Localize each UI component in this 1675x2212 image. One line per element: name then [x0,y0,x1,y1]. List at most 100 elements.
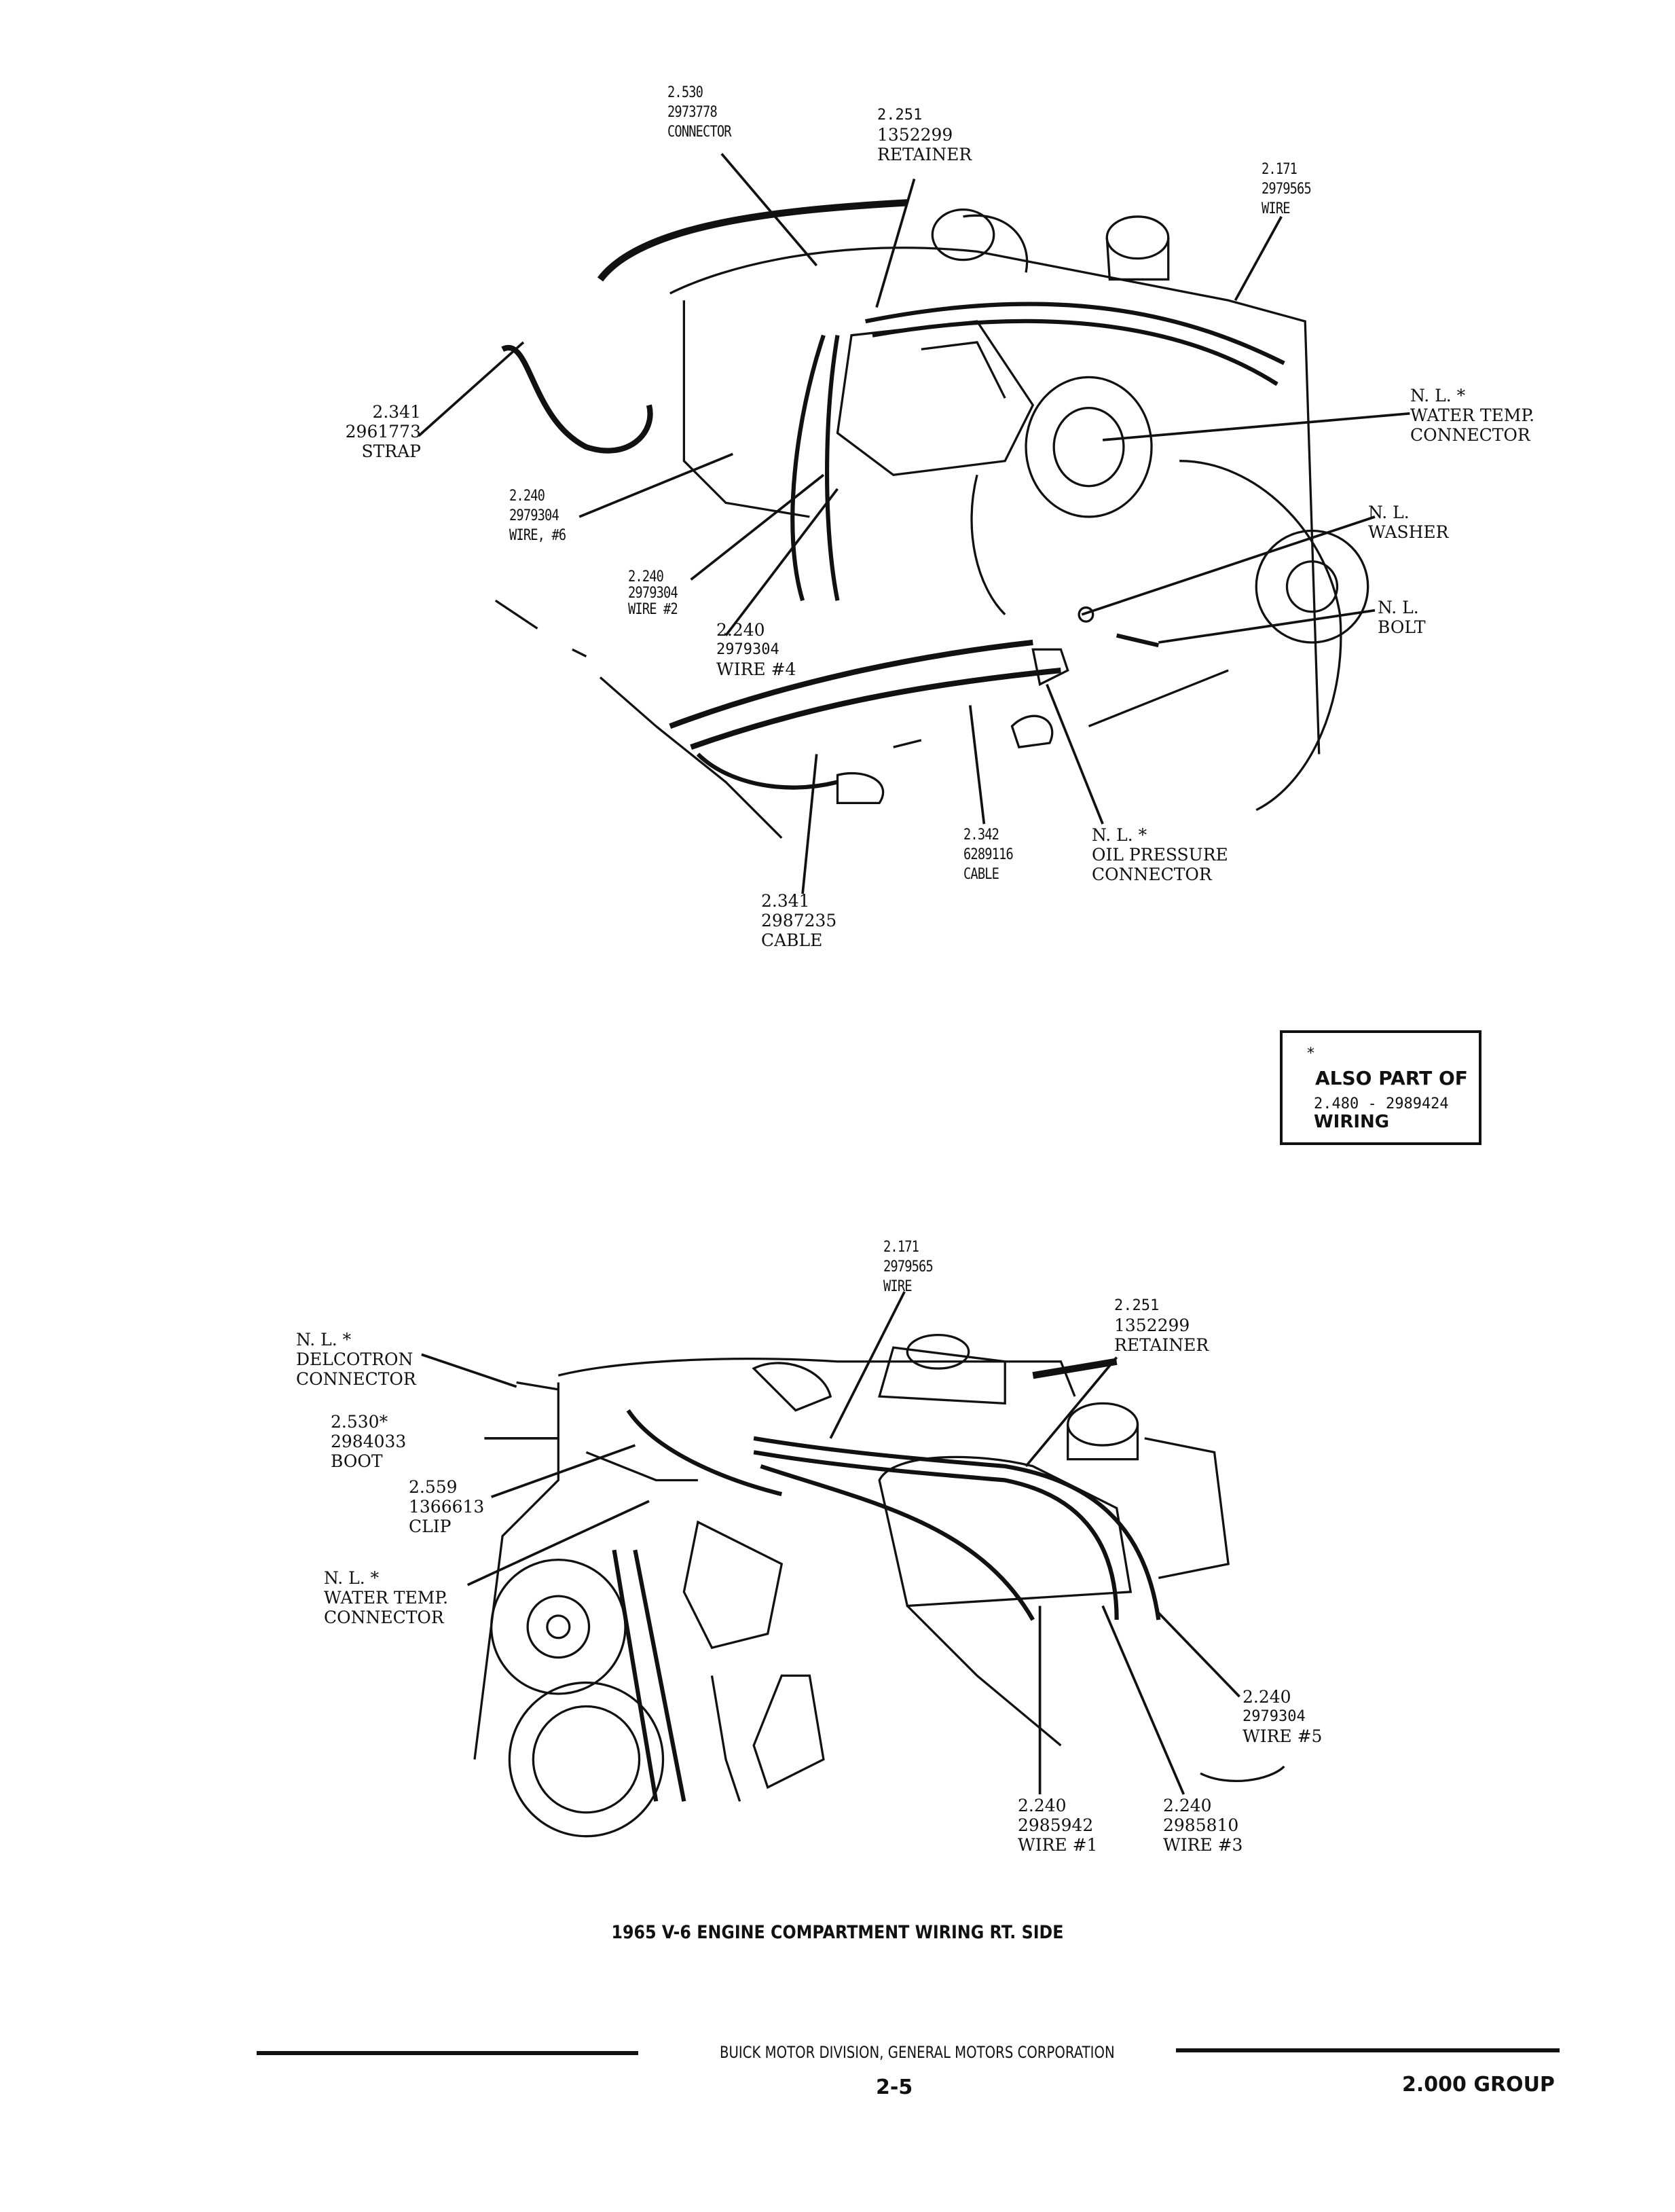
callout-group: 2.559 [409,1477,458,1497]
callout-part-name: CLIP [409,1517,452,1536]
callout-group: N. L. * [1092,825,1147,845]
figure-caption: 1965 V-6 ENGINE COMPARTMENT WIRING RT. S… [611,1922,1064,1943]
callout-part-number: 2961773 [345,422,421,441]
callout-group: 2.341 [372,402,421,422]
callout-part-number: 2979304 [1243,1708,1306,1725]
callout-part-name: CABLE [761,930,823,950]
callout-part-number: 2979565 [883,1258,934,1275]
callout-part-number: 2979565 [1262,181,1312,198]
callout-part-name: OIL PRESSURE [1092,845,1228,865]
note-part-number: 2.480 - 2989424 [1314,1095,1449,1112]
callout-group: 2.251 [1114,1297,1160,1314]
callout-retainer-bottom: 2.251 1352299 RETAINER [1114,1296,1209,1355]
callout-part-name: DELCOTRON [296,1349,413,1369]
callout-part-number: 2979304 [716,641,779,658]
callout-group: 2.240 [716,620,765,640]
callout-oil-pressure-connector: N. L. * OIL PRESSURE CONNECTOR [1092,825,1228,884]
callout-cable-6289116: 2.342 6289116 CABLE [963,825,1022,884]
publisher-line: BUICK MOTOR DIVISION, GENERAL MOTORS COR… [720,2043,1115,2062]
note-heading: ALSO PART OF [1315,1067,1468,1089]
callout-water-temp-connector: N. L. * WATER TEMP. CONNECTOR [1410,386,1534,445]
callout-part-number: 2973778 [667,104,718,121]
callout-wire-1: 2.240 2985942 WIRE #1 [1018,1796,1097,1855]
callout-group: 2.530* [331,1412,388,1432]
callout-part-number: 2985810 [1163,1815,1239,1835]
callout-part-name: WATER TEMP. [1410,405,1535,425]
callout-part-name: WASHER [1368,522,1449,542]
page-number: 2-5 [876,2075,913,2099]
callout-part-name: WIRE [883,1278,912,1295]
callout-part-number: 1352299 [1114,1316,1190,1335]
callout-group: 2.171 [1262,161,1297,178]
callout-washer: N. L. WASHER [1368,503,1449,542]
top-engine-drawing [494,199,1369,839]
callout-connector-2973778: 2.530 2973778 CONNECTOR [667,83,742,142]
callout-part-number: 2987235 [761,911,837,930]
callout-wire-6: 2.240 2979304 WIRE, #6 [509,486,576,545]
callout-part-name: WIRE, #6 [509,527,566,544]
callout-part-name: STRAP [361,441,422,461]
callout-group: 2.530 [667,84,703,101]
callout-wire-3: 2.240 2985810 WIRE #3 [1163,1796,1243,1855]
callout-part-name: CONNECTOR [667,124,732,141]
group-number: 2.000 GROUP [1402,2073,1555,2097]
callout-wire-2979565: 2.171 2979565 WIRE [1262,160,1320,219]
callout-group: N. L. [1378,598,1419,617]
callout-part-number: 2979304 [509,507,559,524]
callout-strap-2961773: 2.341 2961773 STRAP [346,402,421,461]
callout-group: 2.240 [628,568,664,585]
callout-boot-2984033: 2.530* 2984033 BOOT [331,1412,406,1471]
bottom-leader-lines [421,1291,1240,1795]
callout-part-number: 1366613 [409,1497,485,1517]
callout-cable-2987235: 2.341 2987235 CABLE [761,891,836,950]
callout-delcotron-connector: N. L. * DELCOTRON CONNECTOR [296,1330,416,1389]
callout-part-name: WIRE #4 [716,659,796,679]
callout-part-number: 6289116 [963,846,1014,863]
callout-part-name: WIRE #3 [1163,1835,1243,1855]
callout-group: 2.171 [883,1239,919,1256]
callout-part-number: 2984033 [331,1432,407,1451]
callout-group: 2.240 [509,488,545,505]
callout-part-name: WATER TEMP. [324,1588,449,1608]
callout-part-name: WIRE #5 [1243,1726,1323,1746]
top-leader-lines [418,153,1410,894]
callout-group: 2.240 [1018,1796,1067,1815]
footer-rule-left [257,2051,638,2055]
callout-part-name: WIRE #2 [628,601,678,618]
callout-group: 2.240 [1243,1687,1291,1707]
callout-clip-1366613: 2.559 1366613 CLIP [409,1477,484,1536]
callout-part-name: CONNECTOR [324,1608,444,1627]
callout-group: 2.341 [761,891,810,911]
callout-group: N. L. [1368,503,1410,522]
callout-wire-4: 2.240 2979304 WIRE #4 [716,620,796,679]
note-part-name: WIRING [1314,1112,1390,1132]
callout-group: 2.240 [1163,1796,1212,1815]
callout-part-number: 2985942 [1018,1815,1094,1835]
callout-part-name: CABLE [963,866,999,883]
bottom-engine-drawing [473,1334,1285,1838]
callout-wire-5: 2.240 2979304 WIRE #5 [1243,1687,1322,1746]
asterisk-marker: * [1307,1045,1314,1062]
callout-group: N. L. * [324,1568,380,1588]
callout-part-name: RETAINER [1114,1335,1209,1355]
callout-water-temp-connector-bottom: N. L. * WATER TEMP. CONNECTOR [324,1568,448,1627]
callout-bolt: N. L. BOLT [1378,598,1426,637]
callout-group: 2.251 [877,107,923,124]
footer-rule-right [1176,2048,1560,2052]
callout-part-name: WIRE [1262,200,1290,217]
callout-part-name: CONNECTOR [296,1369,416,1389]
callout-part-name: CONNECTOR [1410,425,1530,445]
also-part-of-note-box: * ALSO PART OF 2.480 - 2989424 WIRING [1280,1030,1481,1145]
callout-part-name: RETAINER [877,145,972,164]
callout-wire-2979565-bottom: 2.171 2979565 WIRE [883,1237,942,1297]
callout-group: 2.342 [963,827,999,844]
callout-part-name: BOLT [1378,617,1426,637]
callout-part-name: BOOT [331,1451,383,1471]
callout-part-number: 1352299 [877,125,953,145]
callout-retainer-1352299: 2.251 1352299 RETAINER [877,105,972,164]
callout-part-number: 2979304 [628,585,678,602]
callout-group: N. L. * [1410,386,1466,405]
callout-part-name: WIRE #1 [1018,1835,1098,1855]
callout-wire-2: 2.240 2979304 WIRE #2 [628,569,686,618]
